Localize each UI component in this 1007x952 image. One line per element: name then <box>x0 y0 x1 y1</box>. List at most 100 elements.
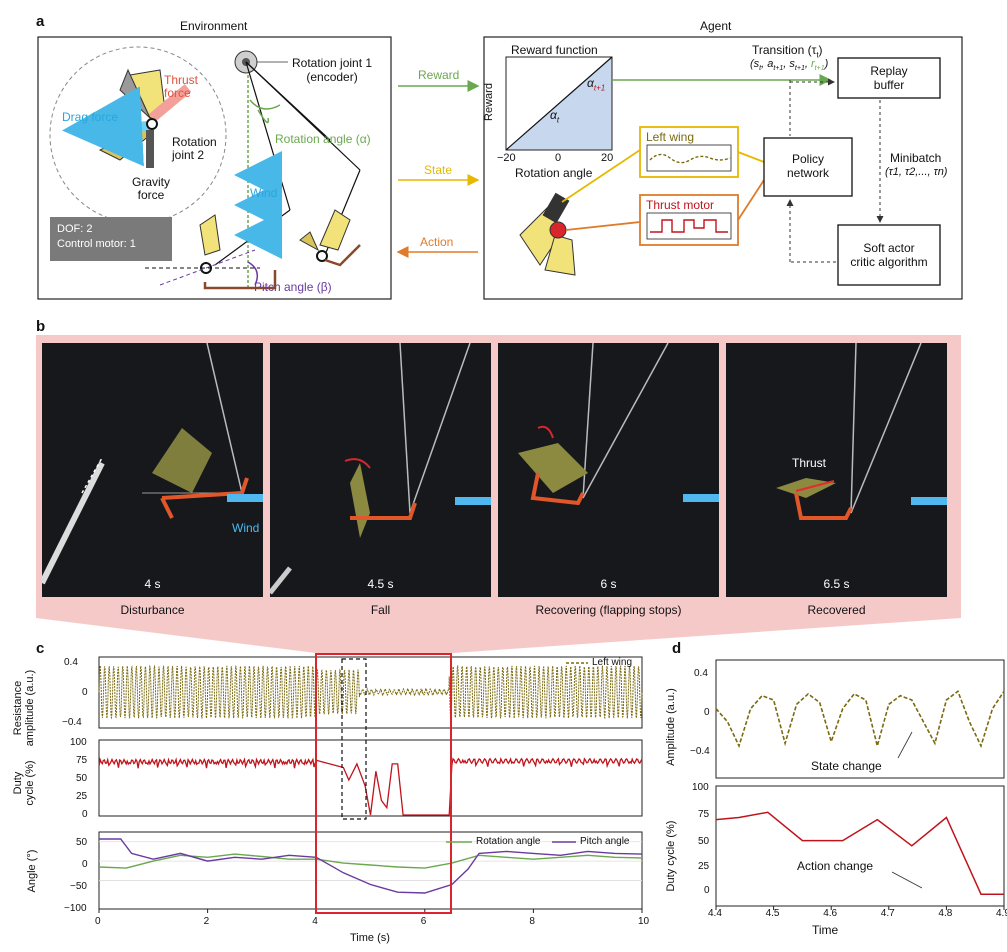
c2-ylabel-2: cycle (%) <box>24 743 36 823</box>
c-xtick-label: 6 <box>421 916 427 927</box>
gravity-force-label-2: force <box>132 189 170 202</box>
c1-ytick-0: 0.4 <box>64 657 78 668</box>
c-xtick-label: 0 <box>95 916 101 927</box>
c-xlabel: Time (s) <box>350 932 390 944</box>
d2-ytick-3: 25 <box>698 861 709 872</box>
reward-arrow-label: Reward <box>418 68 459 82</box>
d2-frame <box>716 786 1004 906</box>
d2-ytick-4: 0 <box>704 885 710 896</box>
drag-force-label: Drag force <box>62 110 118 124</box>
panel-d-charts <box>660 640 1007 952</box>
rotation-angle-label: Rotation angle (α) <box>275 132 371 146</box>
c1-ytick-2: −0.4 <box>62 717 82 728</box>
d2-ytick-2: 50 <box>698 836 709 847</box>
rotation-joint-1-label: Rotation joint 1 <box>292 56 372 70</box>
transition-tuple: (s <box>750 58 759 70</box>
thrust-photo-label: Thrust <box>792 456 826 470</box>
reward-xtick-0: −20 <box>497 152 516 164</box>
pitch-angle-series <box>99 839 642 893</box>
minibatch-label: Minibatch <box>890 151 941 165</box>
d-xtick-label: 4.4 <box>708 908 722 919</box>
c3-ylabel: Angle (°) <box>26 831 38 911</box>
reward-xlabel: Rotation angle <box>515 166 592 180</box>
d-xtick-label: 4.5 <box>766 908 780 919</box>
alpha-t1-symbol: α <box>587 76 594 90</box>
alpha-t-symbol: α <box>550 108 557 122</box>
c3-ytick-0: 50 <box>76 837 87 848</box>
c3-ytick-3: −100 <box>64 903 87 914</box>
wind-photo-label: Wind <box>232 521 259 535</box>
reward-axis-label: Reward <box>483 83 495 121</box>
d2-ytick-1: 75 <box>698 809 709 820</box>
left-wing-box-label: Left wing <box>646 130 694 144</box>
frame-3-time: 6 s <box>498 577 719 591</box>
left-wing-legend-label: Left wing <box>592 657 632 668</box>
c1-ytick-1: 0 <box>82 687 88 698</box>
rotation-joint-2-icon <box>147 119 157 129</box>
c2-ytick-0: 100 <box>70 737 87 748</box>
c2-ytick-2: 50 <box>76 773 87 784</box>
d-xtick-label: 4.9 <box>996 908 1007 919</box>
alpha-t-sub: t <box>557 115 559 124</box>
photo-frame-4: Thrust 6.5 s <box>726 343 947 597</box>
d1-ytick-2: −0.4 <box>690 746 710 757</box>
d1-ytick-0: 0.4 <box>694 668 708 679</box>
drag-force-arrow <box>72 126 150 130</box>
policy-network-label-2: network <box>764 166 852 180</box>
d-amplitude-series <box>716 691 1004 746</box>
c2-frame <box>99 740 642 816</box>
c-xtick-label: 8 <box>529 916 535 927</box>
c-xtick-label: 4 <box>312 916 318 927</box>
d1-ytick-1: 0 <box>704 707 710 718</box>
thrust-motor-box-label: Thrust motor <box>646 198 714 212</box>
sac-label-1: Soft actor <box>838 241 940 255</box>
butterfly-left-icon <box>200 215 220 273</box>
photo-frame-3: 6 s <box>498 343 719 597</box>
policy-network-label-1: Policy <box>764 152 852 166</box>
rotation-legend-label: Rotation angle <box>476 836 541 847</box>
action-arrow-label: Action <box>420 235 453 249</box>
frame-2-caption: Fall <box>270 603 491 617</box>
d-xtick-label: 4.7 <box>881 908 895 919</box>
panel-c-charts <box>0 640 660 952</box>
sac-label-2: critic algorithm <box>838 255 940 269</box>
panel-label-b: b <box>36 318 45 335</box>
frame-1-caption: Disturbance <box>42 603 263 617</box>
transition-title: Transition (τ <box>752 43 816 57</box>
replay-buffer-label-2: buffer <box>838 78 940 92</box>
duty-cycle-series <box>99 759 642 815</box>
state-change-label: State change <box>811 759 882 773</box>
minibatch-tuple: (τ1, τ2,..., τn) <box>885 166 947 178</box>
c2-ytick-4: 0 <box>82 809 88 820</box>
encoder-label: (encoder) <box>292 70 372 84</box>
frame-4-time: 6.5 s <box>726 577 947 591</box>
d-xlabel: Time <box>812 923 838 937</box>
wind-label: Wind <box>250 186 277 200</box>
action-change-label: Action change <box>797 859 873 873</box>
replay-buffer-label-1: Replay <box>838 64 940 78</box>
frame-4-caption: Recovered <box>726 603 947 617</box>
c3-frame <box>99 832 642 909</box>
dof-label: DOF: 2 <box>57 222 136 237</box>
c2-ytick-1: 75 <box>76 755 87 766</box>
butterfly-right-icon <box>300 210 350 261</box>
state-arrow-label: State <box>424 163 452 177</box>
agent-wing-icon <box>520 193 575 275</box>
c2-ytick-3: 25 <box>76 791 87 802</box>
photo-frame-1: Wind 4 s <box>42 343 263 597</box>
reward-xtick-1: 0 <box>555 152 561 164</box>
c-xtick-label: 10 <box>638 916 649 927</box>
frame-1-time: 4 s <box>42 577 263 591</box>
pitch-legend-label: Pitch angle <box>580 836 629 847</box>
control-motor-label: Control motor: 1 <box>57 237 136 252</box>
reward-xtick-2: 20 <box>601 152 613 164</box>
d2-ylabel: Duty cycle (%) <box>665 806 677 906</box>
left-wing-series <box>99 666 642 719</box>
thrust-force-label-2: force <box>164 87 198 100</box>
c1-ylabel-2: amplitude (a.u.) <box>24 668 36 748</box>
d-xtick-label: 4.8 <box>938 908 952 919</box>
d-xtick-label: 4.6 <box>823 908 837 919</box>
alpha-t1-sub: t+1 <box>594 83 605 92</box>
c-xtick-label: 2 <box>204 916 210 927</box>
reward-function-title: Reward function <box>511 43 598 57</box>
